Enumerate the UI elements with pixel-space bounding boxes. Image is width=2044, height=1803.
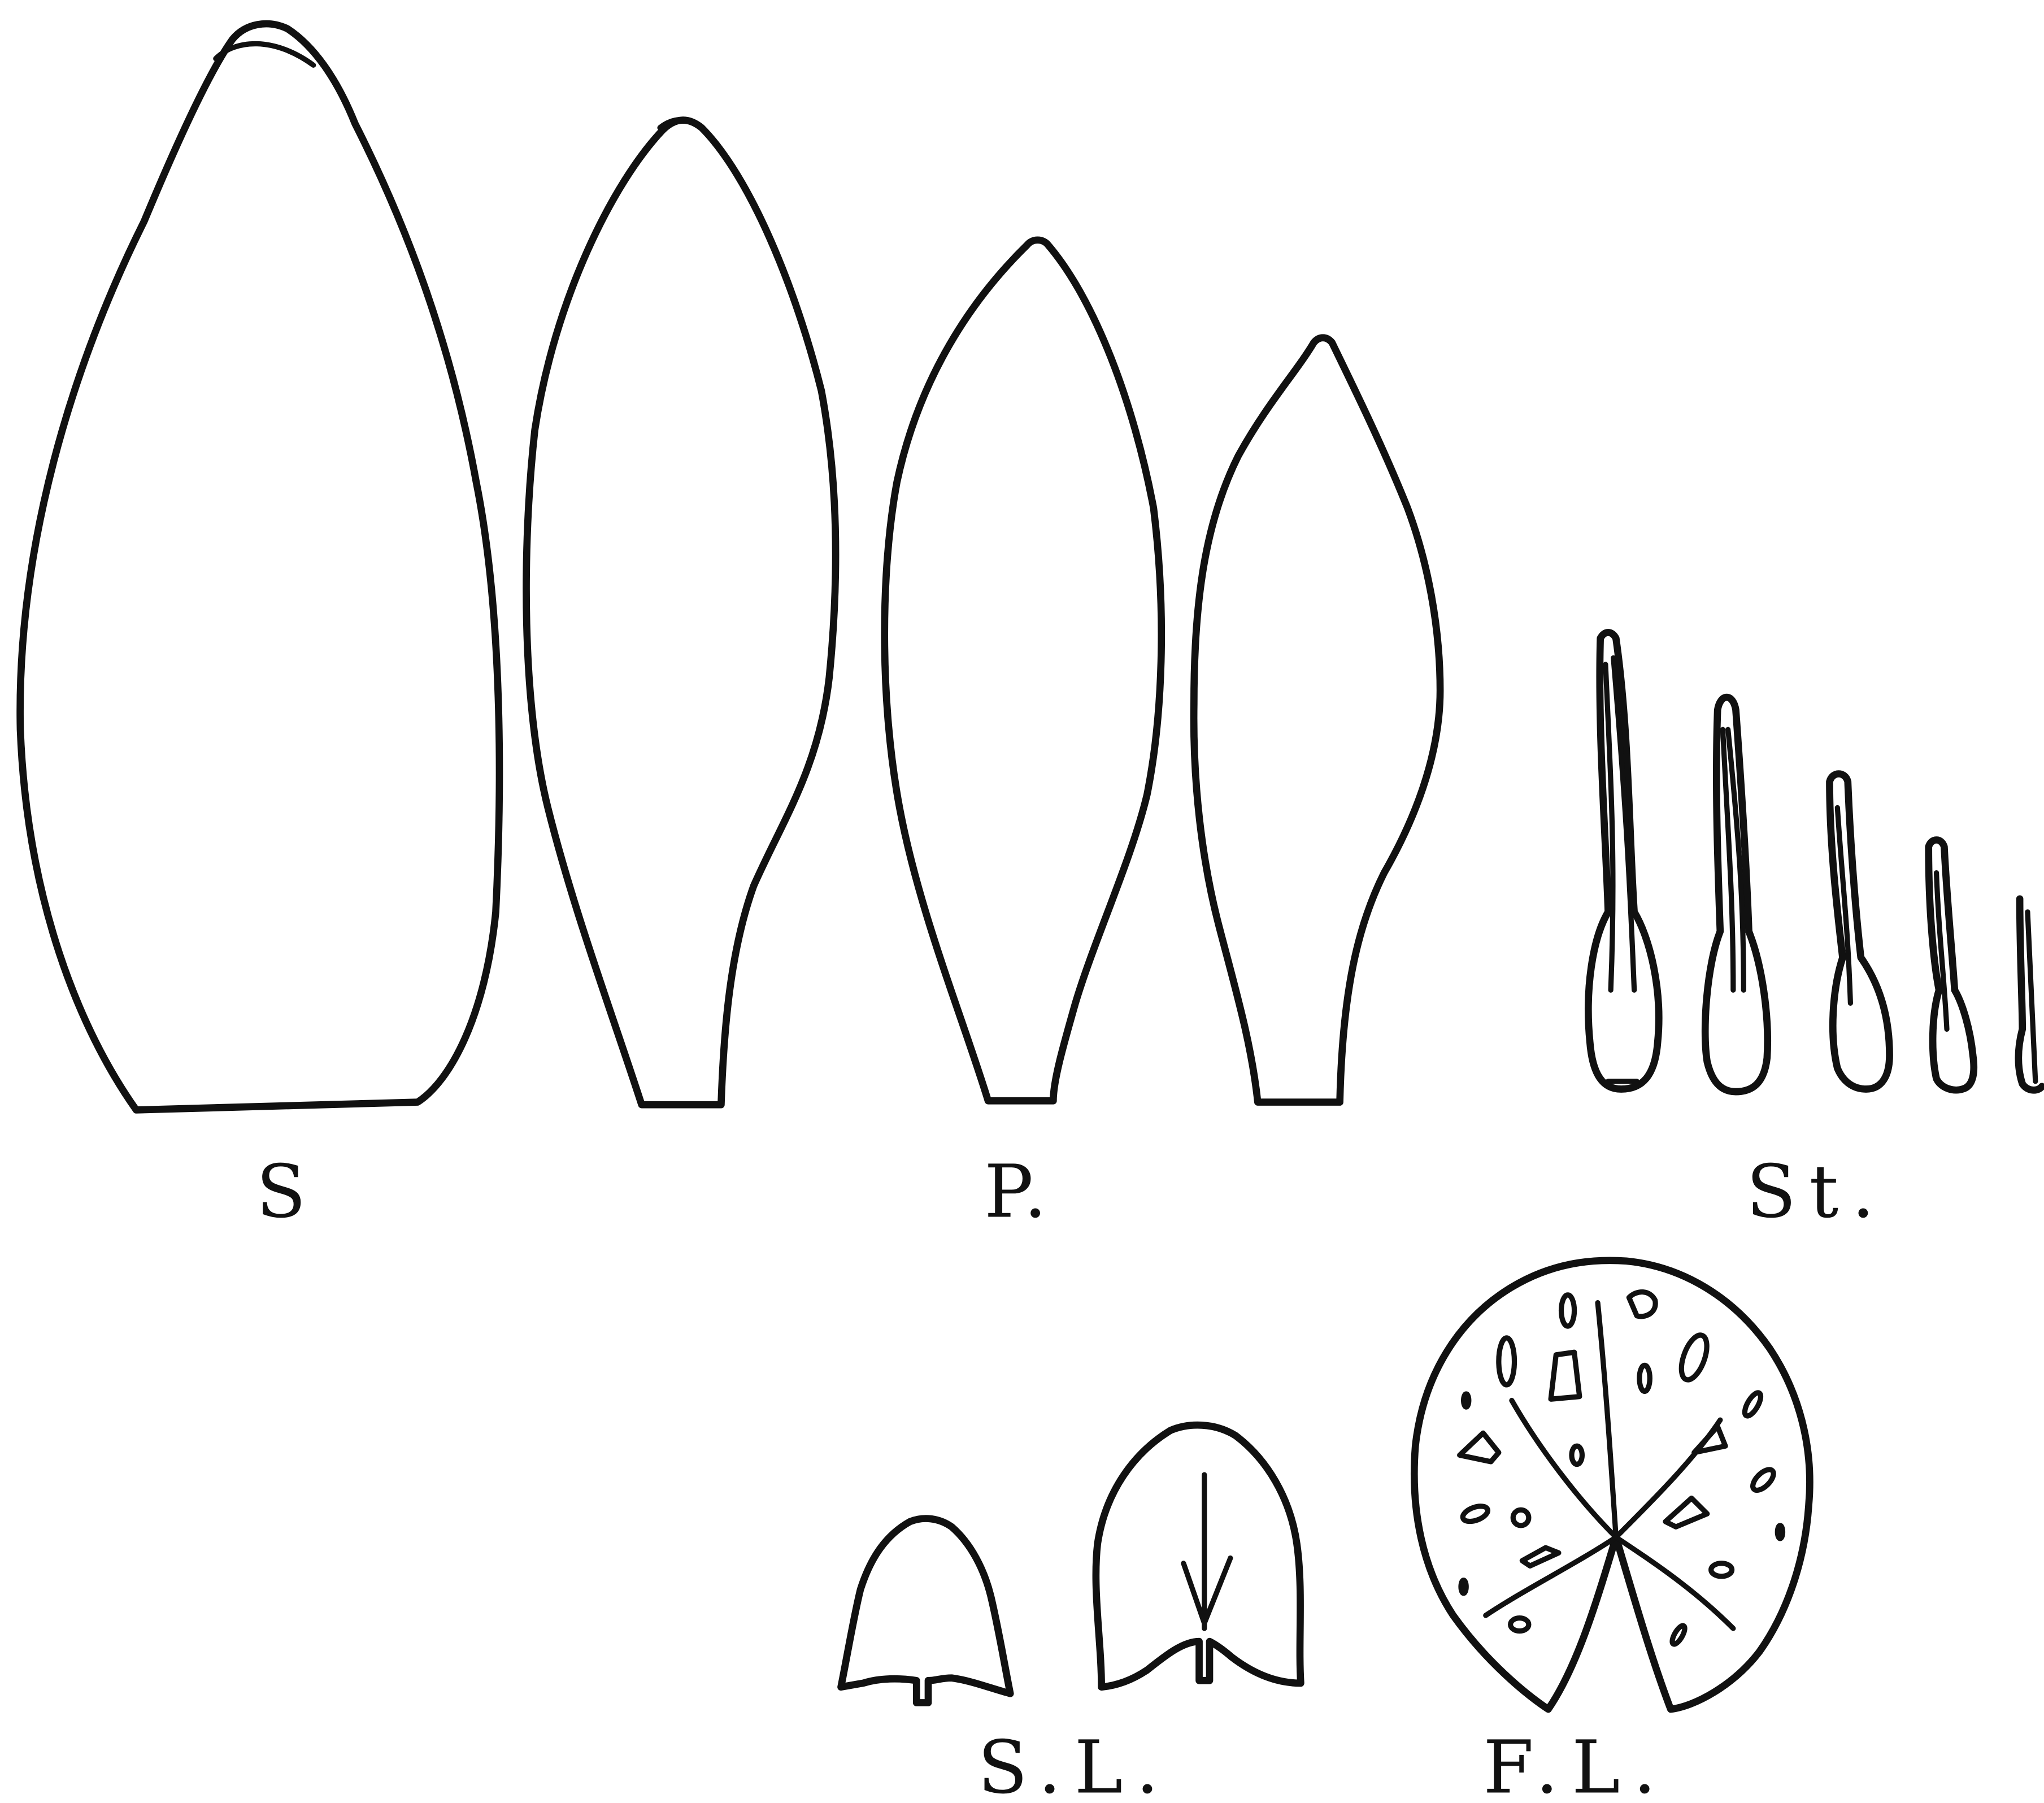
submerged-leaf-large bbox=[1096, 1425, 1301, 1687]
stamen-4 bbox=[1929, 840, 1974, 1091]
petal-outline-2 bbox=[885, 240, 1162, 1101]
stamen-2 bbox=[1705, 697, 1767, 1092]
petal-outline-3 bbox=[1194, 338, 1440, 1102]
stamen-1 bbox=[1588, 632, 1659, 1089]
label-submerged-leaves: S.L. bbox=[978, 1726, 1172, 1803]
label-stamens: St. bbox=[1746, 1149, 1888, 1234]
petal-outline-1 bbox=[527, 119, 836, 1105]
sepal-outline bbox=[20, 24, 499, 1110]
floating-leaf bbox=[1414, 1261, 1810, 1709]
label-petals: P. bbox=[984, 1149, 1052, 1234]
submerged-leaf-small bbox=[841, 1519, 1011, 1703]
stamen-3 bbox=[1829, 774, 1889, 1089]
stamen-5 bbox=[2019, 899, 2042, 1090]
label-floating-leaf: F.L. bbox=[1483, 1726, 1669, 1803]
label-sepals: S bbox=[256, 1149, 314, 1234]
